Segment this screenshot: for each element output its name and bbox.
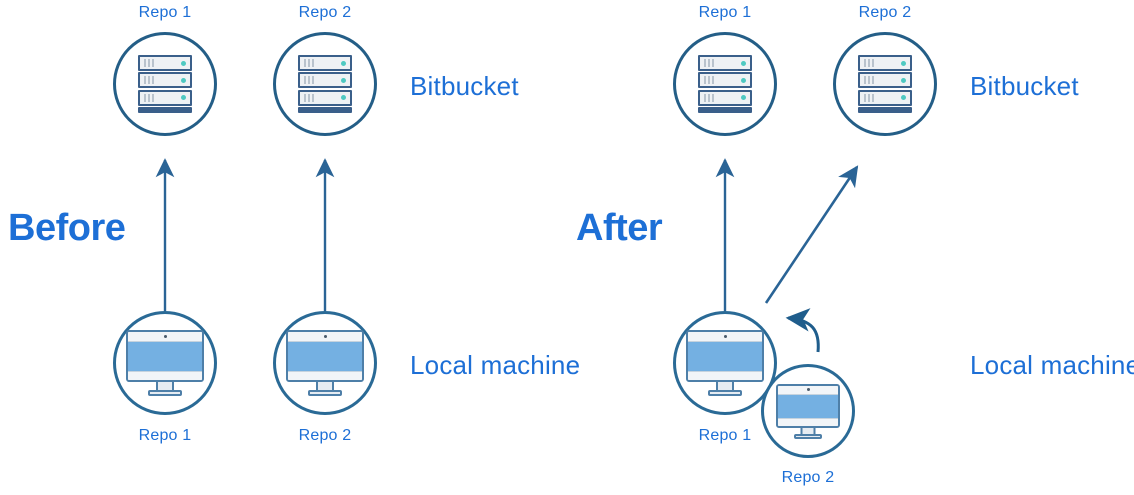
panel-heading-before: Before xyxy=(8,207,126,249)
row-label-local-machine-after: Local machine xyxy=(970,350,1134,380)
node-before-local-repo-2 xyxy=(273,311,377,415)
row-label-bitbucket-after: Bitbucket xyxy=(970,71,1079,101)
node-before-remote-repo-2 xyxy=(273,32,377,136)
server-icon xyxy=(698,55,752,113)
label-after-local-repo-1: Repo 1 xyxy=(698,427,752,444)
node-after-remote-repo-1 xyxy=(673,32,777,136)
node-after-remote-repo-2 xyxy=(833,32,937,136)
server-icon xyxy=(858,55,912,113)
node-after-local-repo-2 xyxy=(761,364,855,458)
label-after-remote-repo-2: Repo 2 xyxy=(858,4,912,21)
monitor-icon xyxy=(286,330,364,396)
row-label-bitbucket-before: Bitbucket xyxy=(410,71,519,101)
after-arrow-nesting xyxy=(785,308,820,353)
label-before-remote-repo-2: Repo 2 xyxy=(298,4,352,21)
server-icon xyxy=(138,55,192,113)
label-before-remote-repo-1: Repo 1 xyxy=(138,4,192,21)
monitor-icon xyxy=(776,383,840,439)
row-label-local-machine-before: Local machine xyxy=(410,350,581,380)
server-icon xyxy=(298,55,352,113)
node-after-local-repo-1 xyxy=(673,311,777,415)
monitor-icon xyxy=(126,330,204,396)
label-before-local-repo-1: Repo 1 xyxy=(138,427,192,444)
node-before-remote-repo-1 xyxy=(113,32,217,136)
node-before-local-repo-1 xyxy=(113,311,217,415)
monitor-icon xyxy=(686,330,764,396)
panel-heading-after: After xyxy=(576,207,663,249)
label-after-remote-repo-1: Repo 1 xyxy=(698,4,752,21)
label-after-local-repo-2: Repo 2 xyxy=(781,469,835,486)
label-before-local-repo-2: Repo 2 xyxy=(298,427,352,444)
after-arrow-repo-2 xyxy=(764,165,859,304)
